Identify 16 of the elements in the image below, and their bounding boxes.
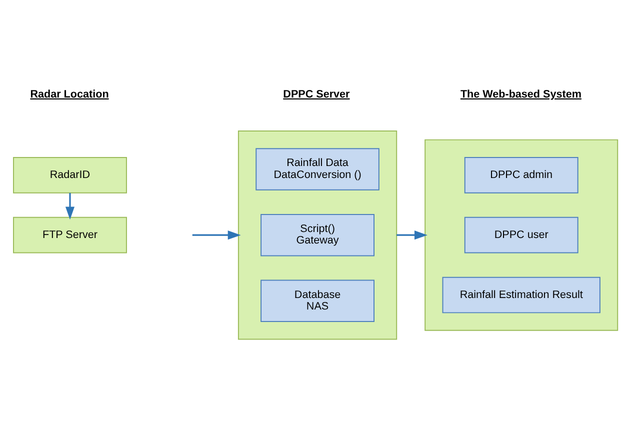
arrow (65, 192, 75, 220)
cluster (424, 139, 618, 331)
label: The Web-based System (460, 88, 582, 100)
arrow (396, 230, 428, 240)
node-box: Database NAS (260, 280, 374, 322)
node-box: Script() Gateway (260, 214, 374, 256)
label: Radar Location (30, 88, 109, 100)
node-box: Rainfall Data DataConversion () (256, 148, 380, 190)
node-box: Rainfall Estimation Result (442, 276, 600, 314)
node-box: RadarID (13, 157, 127, 194)
label: DPPC Server (283, 88, 350, 100)
arrow (192, 230, 241, 240)
node-box: FTP Server (13, 216, 127, 254)
node-box: DPPC admin (464, 157, 578, 194)
cluster (238, 130, 398, 340)
node-box: DPPC user (464, 216, 578, 254)
